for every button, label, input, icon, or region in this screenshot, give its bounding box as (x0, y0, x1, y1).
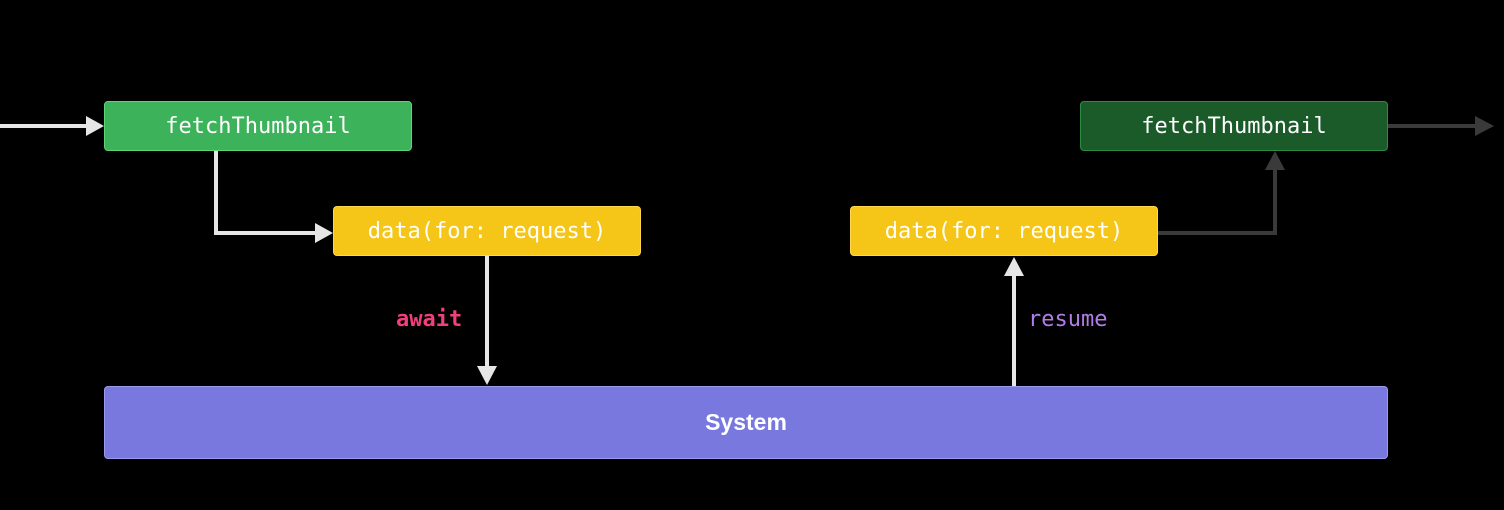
fetch-thumbnail-end-node: fetchThumbnail (1080, 101, 1388, 151)
exit-arrowhead (1475, 116, 1494, 136)
return-arrowhead (1265, 151, 1285, 170)
call-arrowhead (315, 223, 333, 243)
data-request-resume-node: data(for: request) (850, 206, 1158, 256)
await-arrowhead (477, 366, 497, 385)
data-request-await-node: data(for: request) (333, 206, 641, 256)
entry-arrowhead (86, 116, 104, 136)
resume-arrowhead (1004, 257, 1024, 276)
await-label: await (396, 307, 463, 332)
return-arrow (1158, 169, 1277, 235)
system-node: System (104, 386, 1388, 459)
resume-label: resume (1028, 307, 1108, 332)
fetch-thumbnail-start-node: fetchThumbnail (104, 101, 412, 151)
call-arrow (214, 151, 317, 235)
